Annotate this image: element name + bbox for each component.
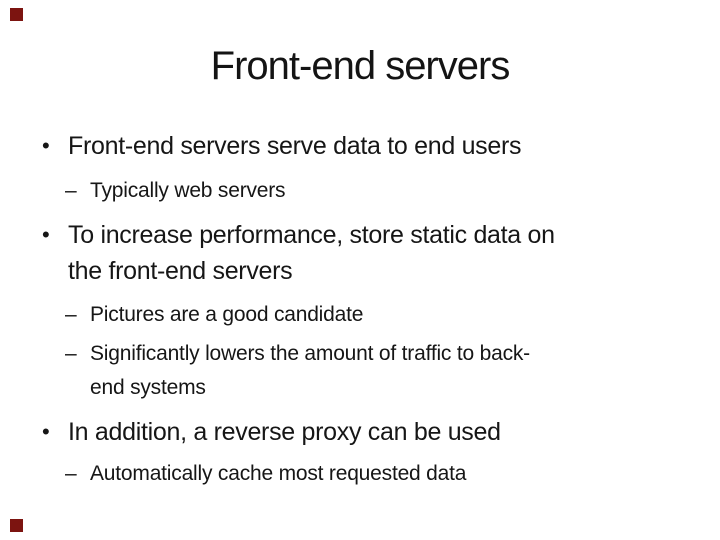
bullet-line: In addition, a reverse proxy can be used <box>68 418 501 446</box>
bullet-line: To increase performance, store static da… <box>68 221 555 249</box>
dash-marker: – <box>65 179 77 202</box>
bullet-marker: • <box>42 133 50 158</box>
bullet-marker: • <box>42 419 50 444</box>
dash-marker: – <box>65 342 77 365</box>
bullet-line: the front-end servers <box>68 257 293 285</box>
bullet-line: Pictures are a good candidate <box>90 303 364 326</box>
corner-accent-bottom <box>10 519 23 532</box>
dash-marker: – <box>65 303 77 326</box>
corner-accent-top <box>10 8 23 21</box>
sub-bullet-item: – Pictures are a good candidate <box>42 301 702 329</box>
bullet-marker: • <box>42 222 50 247</box>
bullet-item: • Front-end servers serve data to end us… <box>42 131 702 161</box>
bullet-line: Automatically cache most requested data <box>90 462 467 485</box>
slide-title: Front-end servers <box>210 44 511 88</box>
dash-marker: – <box>65 462 77 485</box>
sub-bullet-item: – Typically web servers <box>42 177 702 205</box>
bullet-line: Significantly lowers the amount of traff… <box>90 342 530 365</box>
sub-bullet-item: – Significantly lowers the amount of tra… <box>42 337 702 405</box>
bullet-item: • In addition, a reverse proxy can be us… <box>42 417 702 447</box>
sub-bullet-item: – Automatically cache most requested dat… <box>42 460 702 488</box>
bullet-line: Typically web servers <box>90 179 286 202</box>
bullet-line: end systems <box>90 376 206 399</box>
bullet-line: Front-end servers serve data to end user… <box>68 132 522 160</box>
bullet-item: • To increase performance, store static … <box>42 217 702 289</box>
